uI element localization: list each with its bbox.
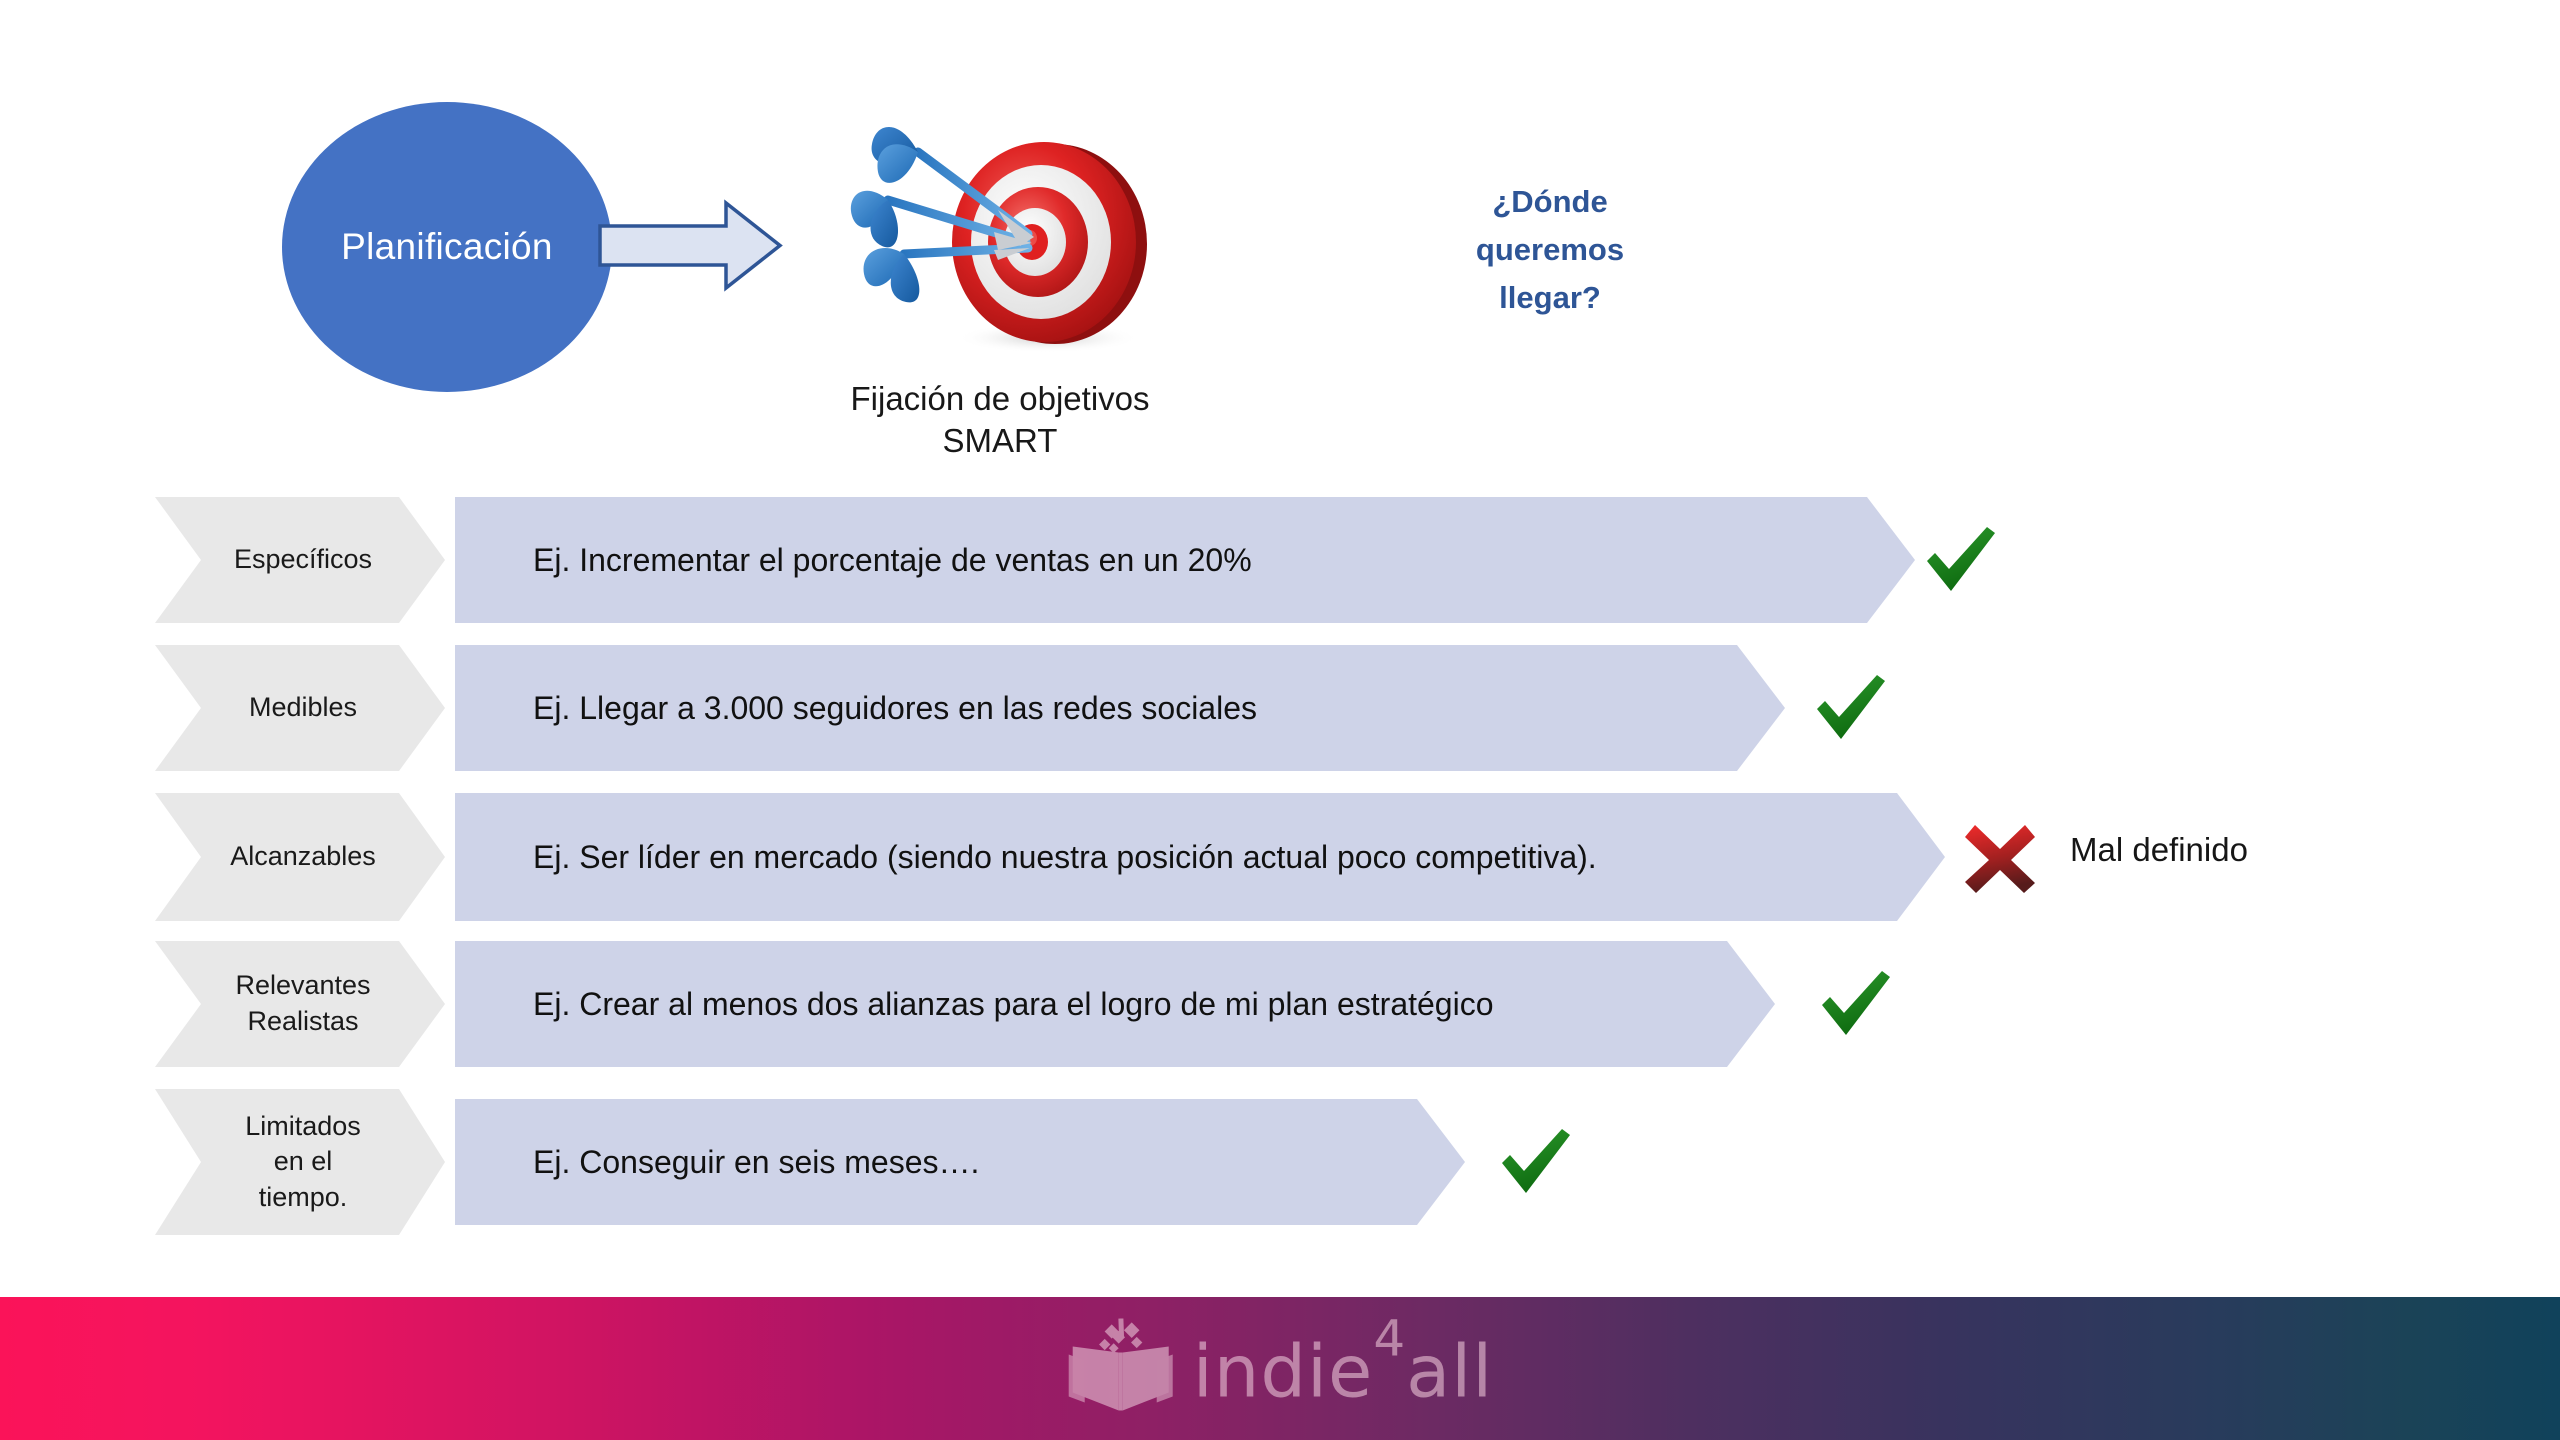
indie4all-logo: indie4all bbox=[1067, 1314, 1494, 1419]
smart-row-label-text: Alcanzables bbox=[230, 839, 376, 875]
top-diagram-area: Planificación bbox=[0, 0, 2560, 490]
open-book-icon bbox=[1067, 1317, 1175, 1419]
smart-row: Relevantes Realistas Ej. Crear al menos … bbox=[0, 939, 2560, 1069]
logo-superscript: 4 bbox=[1373, 1309, 1407, 1368]
question-text: ¿Dónde queremos llegar? bbox=[1395, 178, 1705, 322]
label-line: Medibles bbox=[248, 692, 358, 723]
planning-circle-label: Planificación bbox=[341, 226, 553, 267]
smart-row-label-text: Limitados en el tiempo. bbox=[245, 1109, 361, 1216]
smart-row-example-chevron: Ej. Llegar a 3.000 seguidores en las red… bbox=[455, 645, 1785, 771]
cross-icon bbox=[1955, 811, 2045, 901]
smart-row-label-chevron: Específicos bbox=[155, 497, 445, 623]
target-caption-line1: Fijación de objetivos bbox=[850, 380, 1150, 417]
mal-definido-note: Mal definido bbox=[2070, 831, 2248, 868]
logo-part1: indi bbox=[1192, 1329, 1329, 1414]
check-icon bbox=[1915, 513, 2005, 603]
smart-row-label-text: Relevantes Realistas bbox=[235, 968, 370, 1039]
check-icon bbox=[1805, 661, 1895, 751]
smart-row-label-text: Específicos bbox=[234, 542, 372, 578]
check-icon bbox=[1490, 1115, 1580, 1205]
smart-row-label-chevron: Medibles bbox=[155, 645, 445, 771]
label-line: Específicos bbox=[233, 544, 373, 575]
smart-row: Medibles Ej. Llegar a 3.000 seguidores e… bbox=[0, 643, 2560, 773]
smart-row: Limitados en el tiempo. Ej. Conseguir en… bbox=[0, 1087, 2560, 1237]
smart-row-example-chevron: Ej. Conseguir en seis meses…. bbox=[455, 1099, 1465, 1225]
question-line1: ¿Dónde bbox=[1492, 184, 1608, 219]
smart-row-example-text: Ej. Conseguir en seis meses…. bbox=[533, 1143, 980, 1180]
footer-bar: indie4all bbox=[0, 1297, 2560, 1440]
label-line: Alcanzables bbox=[230, 841, 376, 872]
label-line: Relevantes bbox=[235, 970, 371, 1001]
smart-row-label-chevron: Relevantes Realistas bbox=[155, 941, 445, 1067]
logo-part2: e bbox=[1328, 1329, 1374, 1414]
right-block-arrow-icon bbox=[598, 198, 783, 293]
smart-row-example-text: Ej. Crear al menos dos alianzas para el … bbox=[533, 985, 1494, 1022]
smart-row-label-text: Medibles bbox=[249, 690, 357, 726]
target-caption-line2: SMART bbox=[942, 422, 1058, 460]
planning-circle: Planificación bbox=[282, 102, 612, 392]
dartboard-with-darts-icon bbox=[848, 92, 1156, 362]
smart-row-label-chevron: Limitados en el tiempo. bbox=[155, 1089, 445, 1235]
smart-row-example-chevron: Ej. Incrementar el porcentaje de ventas … bbox=[455, 497, 1915, 623]
smart-row-example-text: Ej. Ser líder en mercado (siendo nuestra… bbox=[533, 838, 1597, 875]
question-line3: llegar? bbox=[1499, 280, 1601, 316]
label-line: en el bbox=[273, 1146, 333, 1177]
smart-row: Alcanzables Ej. Ser líder en mercado (si… bbox=[0, 791, 2560, 923]
logo-wordmark: indie4all bbox=[1193, 1314, 1494, 1408]
question-line2: queremos bbox=[1475, 232, 1625, 268]
label-line: Limitados bbox=[245, 1110, 361, 1141]
smart-row-label-chevron: Alcanzables bbox=[155, 793, 445, 921]
smart-row-example-text: Ej. Llegar a 3.000 seguidores en las red… bbox=[533, 689, 1257, 726]
check-icon bbox=[1810, 957, 1900, 1047]
label-line: Realistas bbox=[247, 1006, 359, 1036]
smart-row-example-chevron: Ej. Ser líder en mercado (siendo nuestra… bbox=[455, 793, 1945, 921]
smart-criteria-list: Específicos Ej. Incrementar el porcentaj… bbox=[0, 495, 2560, 1255]
smart-row-example-text: Ej. Incrementar el porcentaje de ventas … bbox=[533, 541, 1252, 578]
smart-row-example-chevron: Ej. Crear al menos dos alianzas para el … bbox=[455, 941, 1775, 1067]
smart-row: Específicos Ej. Incrementar el porcentaj… bbox=[0, 495, 2560, 625]
target-caption: Fijación de objetivos SMART bbox=[800, 378, 1200, 462]
logo-part3: all bbox=[1406, 1329, 1494, 1414]
label-line: tiempo. bbox=[258, 1181, 348, 1212]
